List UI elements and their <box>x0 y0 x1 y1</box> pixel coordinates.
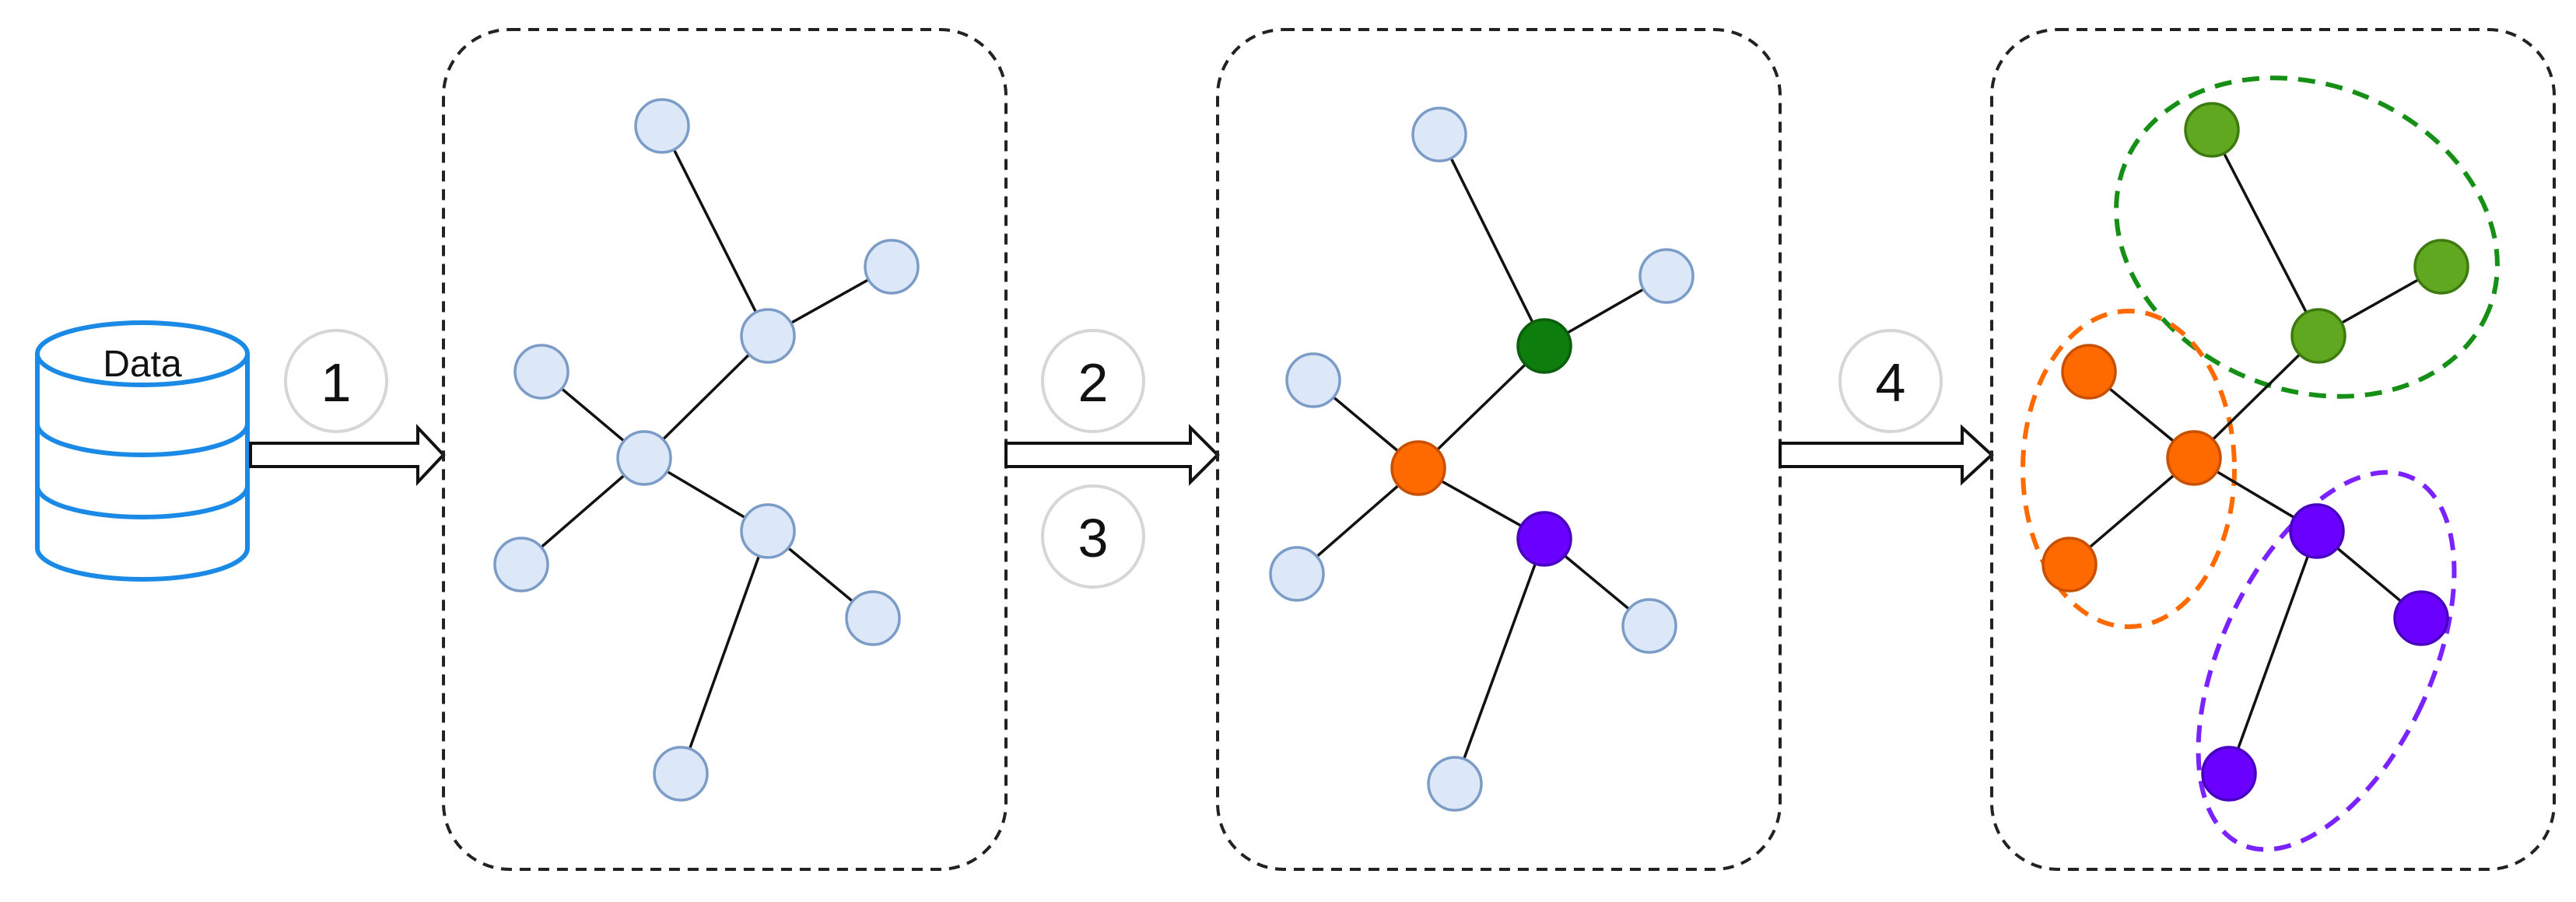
graph-node <box>740 308 796 364</box>
edge <box>2192 334 2320 460</box>
step-3-label: 3 <box>1078 508 1109 568</box>
graph-node <box>1269 546 1325 602</box>
graph-node <box>1638 248 1695 304</box>
arrow-2 <box>1004 424 1220 486</box>
database-label: Data <box>103 344 182 385</box>
graph-node-orange <box>2061 344 2117 400</box>
edge <box>2210 129 2320 337</box>
graph-node <box>634 98 690 154</box>
graph-node <box>740 503 796 559</box>
graph-node-purple <box>2201 746 2257 802</box>
database-ring-1 <box>35 423 250 457</box>
graph-node <box>845 590 901 646</box>
graph-node <box>616 430 672 486</box>
edge <box>679 530 769 774</box>
graph-node <box>653 746 709 802</box>
graph-node-orange <box>2166 430 2222 486</box>
graph-node-purple <box>1516 511 1572 567</box>
graph-node-orange <box>2042 537 2098 593</box>
graph-2 <box>1269 107 1695 812</box>
graph-node <box>1411 107 1467 163</box>
database-body <box>35 354 250 582</box>
graph-node-green <box>2413 239 2469 295</box>
graph-node-green <box>2184 102 2240 158</box>
database-top <box>35 320 250 387</box>
step-2-label: 2 <box>1078 352 1109 413</box>
graph-node <box>864 239 920 295</box>
graph-1 <box>493 98 920 802</box>
edge <box>643 334 769 460</box>
arrow-1 <box>249 423 446 487</box>
step-4-circle <box>1838 329 1943 433</box>
graph-node <box>1285 352 1341 408</box>
cluster-green-outline <box>2114 75 2500 399</box>
graph-node <box>513 344 570 400</box>
edge <box>1438 134 1546 347</box>
step-2-circle <box>1041 329 1145 433</box>
step-4-label: 4 <box>1876 352 1906 413</box>
database-icon: Data <box>35 320 250 582</box>
database-ring-2 <box>35 485 250 519</box>
graph-node <box>1427 756 1483 812</box>
step-1-label: 1 <box>321 352 352 413</box>
panel-1 <box>442 28 1008 871</box>
panel-3 <box>1990 28 2556 871</box>
graph-node-orange <box>1390 440 1446 496</box>
graph-node-purple <box>2289 503 2345 559</box>
graph-node-green <box>1516 318 1572 374</box>
graph-node <box>1621 598 1677 654</box>
graph-3 <box>2042 102 2469 802</box>
edge <box>1417 344 1546 470</box>
cluster-purple-outline <box>2196 470 2457 852</box>
graph-node-purple <box>2393 590 2449 646</box>
cluster-orange-outline <box>2020 309 2237 629</box>
edge <box>2227 530 2318 774</box>
edge <box>1453 538 1546 785</box>
graph-node-green <box>2290 308 2346 364</box>
edge <box>661 125 769 337</box>
panel-2 <box>1216 28 1782 871</box>
arrow-3 <box>1779 424 1994 486</box>
step-1-circle <box>284 329 388 433</box>
graph-node <box>493 537 549 593</box>
step-3-circle <box>1041 484 1145 589</box>
